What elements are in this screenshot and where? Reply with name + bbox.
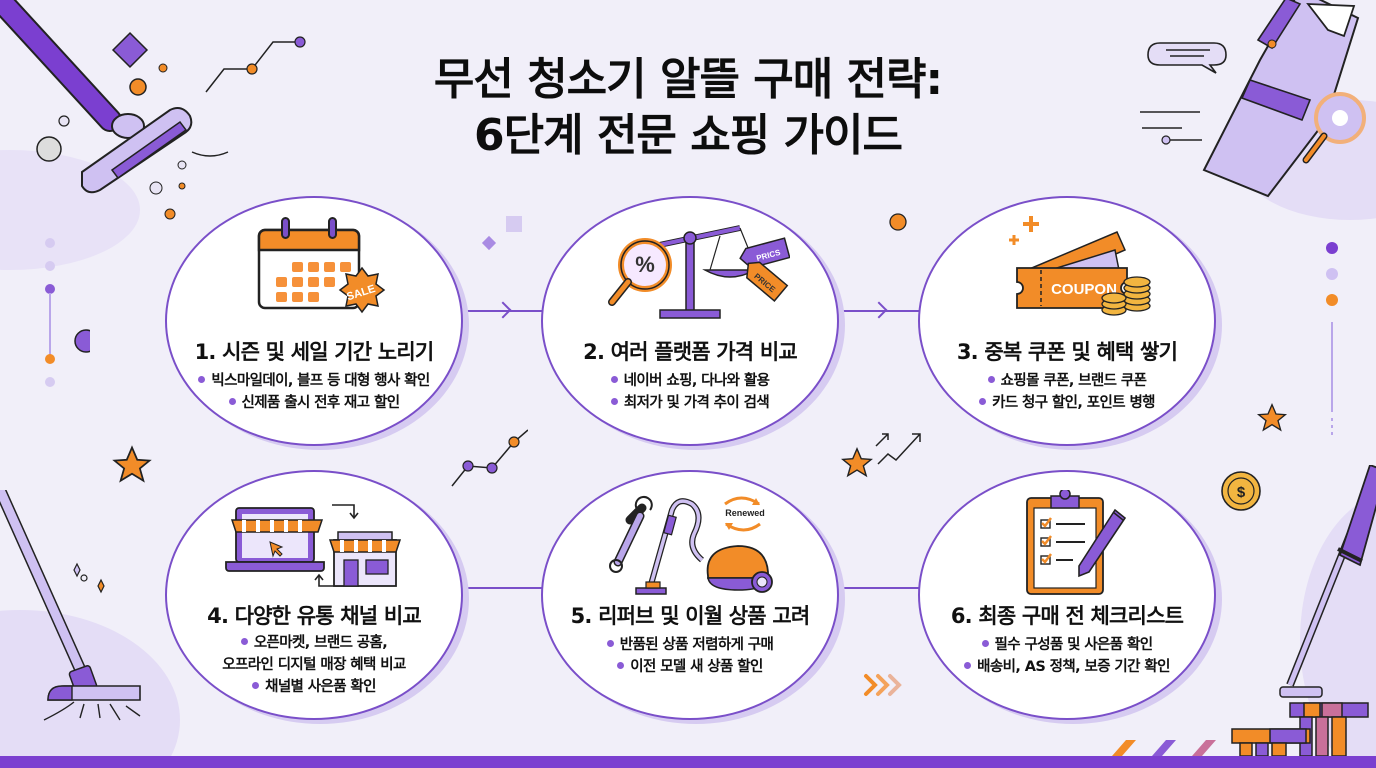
star-icon bbox=[1256, 402, 1288, 432]
chevron-arrows-icon bbox=[864, 674, 902, 696]
bullet-item: 카드 청구 할인, 포인트 병행 bbox=[920, 392, 1214, 414]
bullet-item: 최저가 및 가격 추이 검색 bbox=[543, 392, 837, 414]
calendar-sale-icon: SALE bbox=[257, 217, 386, 314]
step-bullets: 반품된 상품 저렴하게 구매 이전 모델 새 상품 할인 bbox=[543, 634, 837, 678]
step-title: 3. 중복 쿠폰 및 혜택 쌓기 bbox=[956, 340, 1178, 364]
floor-vacuum-illustration bbox=[0, 490, 141, 721]
laptop-store-icon bbox=[225, 504, 402, 587]
bullet-item: 오픈마켓, 브랜드 공홈, bbox=[167, 632, 461, 654]
step-title: 5. 리퍼브 및 이월 상품 고려 bbox=[570, 604, 811, 628]
orange-circle bbox=[889, 213, 907, 231]
step-title: 2. 여러 플랫폼 가격 비교 bbox=[583, 340, 798, 364]
svg-text:$: $ bbox=[1237, 484, 1246, 501]
bullet-dot-icon bbox=[610, 375, 618, 383]
step-bullets: 쇼핑몰 쿠폰, 브랜드 쿠폰 카드 청구 할인, 포인트 병행 bbox=[920, 370, 1214, 414]
svg-text:%: % bbox=[635, 252, 655, 277]
step-title: 6. 최종 구매 전 체크리스트 bbox=[950, 604, 1184, 628]
bullet-item: 네이버 쇼핑, 다나와 활용 bbox=[543, 370, 837, 392]
bullet-dot-icon bbox=[987, 375, 995, 383]
bullet-dot-icon bbox=[240, 637, 248, 645]
bullet-item: 필수 구성품 및 사은품 확인 bbox=[920, 634, 1214, 656]
diamond-shapes bbox=[481, 216, 522, 251]
step-bullets: 필수 구성품 및 사은품 확인 배송비, AS 정책, 보증 기간 확인 bbox=[920, 634, 1214, 678]
step-card-1: SALE 1. 시즌 및 세일 기간 노리기 빅스마일데이, 블프 등 대형 행… bbox=[165, 196, 463, 446]
step-card-2: % PRICS PRICE 2. 여러 플랫폼 가격 비교 네이버 쇼핑, 다나… bbox=[541, 196, 839, 446]
bullet-dot-icon bbox=[198, 375, 206, 383]
dollar-coin-icon: $ bbox=[1221, 471, 1261, 511]
step-card-6: 6. 최종 구매 전 체크리스트 필수 구성품 및 사은품 확인 배송비, AS… bbox=[918, 470, 1216, 720]
bullet-item: 쇼핑몰 쿠폰, 브랜드 쿠폰 bbox=[920, 370, 1214, 392]
step-bullets: 빅스마일데이, 블프 등 대형 행사 확인 신제품 출시 전후 재고 할인 bbox=[167, 370, 461, 414]
handheld-vacuum-illustration bbox=[1140, 0, 1366, 198]
trend-arrows-icon bbox=[875, 433, 921, 465]
connector-2-3 bbox=[836, 310, 926, 312]
clipboard-checklist-icon bbox=[1026, 490, 1127, 595]
stick-vacuum-illustration bbox=[0, 0, 229, 220]
connector-5-6 bbox=[836, 587, 926, 589]
bullet-dot-icon bbox=[606, 639, 614, 647]
svg-text:COUPON: COUPON bbox=[1051, 281, 1117, 298]
bullet-item: 신제품 출시 전후 재고 할인 bbox=[167, 392, 461, 414]
renewed-vacuum-icon: Renewed bbox=[609, 495, 773, 595]
step-bullets: 오픈마켓, 브랜드 공홈, 오프라인 디지털 매장 혜택 비교 채널별 사은품 … bbox=[167, 632, 461, 698]
page-title: 무선 청소기 알뜰 구매 전략: 6단계 전문 쇼핑 가이드 bbox=[0, 52, 1376, 164]
step-bullets: 네이버 쇼핑, 다나와 활용 최저가 및 가격 추이 검색 bbox=[543, 370, 837, 414]
title-line-2: 6단계 전문 쇼핑 가이드 bbox=[474, 110, 903, 161]
bullet-item: 채널별 사은품 확인 bbox=[167, 676, 461, 698]
star-icon bbox=[112, 445, 152, 483]
step-card-5: Renewed 5. 리퍼브 및 이월 상품 고려 반품된 상품 저렴하게 구매… bbox=[541, 470, 839, 720]
bullet-item: 반품된 상품 저렴하게 구매 bbox=[543, 634, 837, 656]
title-line-1: 무선 청소기 알뜰 구매 전략: bbox=[433, 54, 943, 105]
svg-text:Renewed: Renewed bbox=[725, 508, 765, 518]
stick-vacuum-bars-illustration bbox=[1112, 465, 1376, 756]
bullet-dot-icon bbox=[252, 681, 260, 689]
bullet-dot-icon bbox=[610, 397, 618, 405]
coupon-coins-icon: COUPON bbox=[1009, 216, 1151, 316]
step-title: 1. 시즌 및 세일 기간 노리기 bbox=[194, 340, 435, 364]
connector-1-2 bbox=[462, 310, 550, 312]
bullet-dot-icon bbox=[979, 397, 987, 405]
arrow-right-icon bbox=[870, 301, 888, 319]
step-title: 4. 다양한 유통 채널 비교 bbox=[207, 604, 422, 628]
step-card-3: COUPON 3. 중복 쿠폰 및 혜택 쌓기 쇼핑몰 쿠폰, 브랜드 쿠폰 카… bbox=[918, 196, 1216, 446]
bullet-dot-icon bbox=[964, 661, 972, 669]
progress-dots-left bbox=[45, 238, 90, 387]
bullet-item-continuation: 오프라인 디지털 매장 혜택 비교 bbox=[222, 657, 406, 673]
trend-line-icon bbox=[205, 36, 306, 93]
scale-magnifier-price-tag-icon: % PRICS PRICE bbox=[608, 225, 790, 319]
bottom-bar bbox=[0, 756, 1376, 768]
arrow-right-icon bbox=[494, 301, 512, 319]
bullet-item: 이전 모델 새 상품 할인 bbox=[543, 656, 837, 678]
bullet-dot-icon bbox=[228, 397, 236, 405]
connector-4-5 bbox=[462, 587, 550, 589]
progress-dots-right bbox=[1326, 242, 1338, 438]
bullet-dot-icon bbox=[981, 639, 989, 647]
bullet-item: 빅스마일데이, 블프 등 대형 행사 확인 bbox=[167, 370, 461, 392]
trend-line-icon bbox=[451, 429, 528, 487]
bullet-dot-icon bbox=[617, 661, 625, 669]
step-card-4: 4. 다양한 유통 채널 비교 오픈마켓, 브랜드 공홈, 오프라인 디지털 매… bbox=[165, 470, 463, 720]
bullet-item: 배송비, AS 정책, 보증 기간 확인 bbox=[920, 656, 1214, 678]
star-icon bbox=[841, 447, 873, 478]
